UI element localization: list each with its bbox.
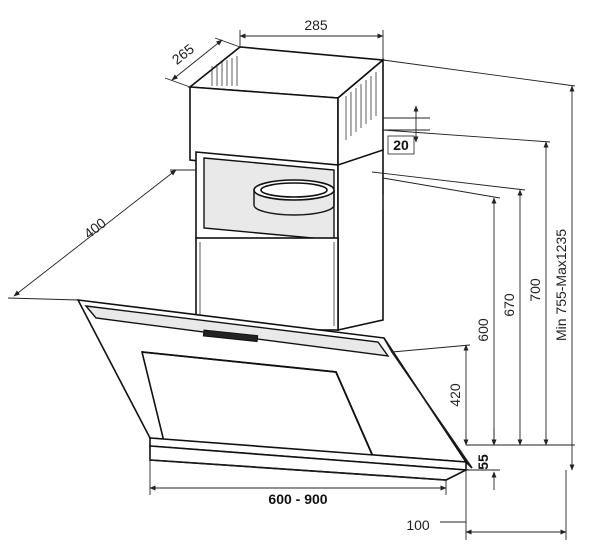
dim-label-285: 285 (304, 17, 328, 33)
chimney-lower (195, 237, 339, 331)
dim-label-420: 420 (447, 383, 463, 407)
dim-label-width: 600 - 900 (268, 491, 327, 507)
dim-label-400: 400 (81, 214, 109, 241)
chimney-vents (345, 72, 377, 140)
hood-body (76, 299, 473, 481)
dim-label-100: 100 (406, 517, 430, 533)
control-panel-strip (202, 329, 259, 343)
dim-label-55: 55 (475, 454, 491, 470)
dim-label-20: 20 (393, 137, 409, 153)
dim-label-600: 600 (475, 318, 491, 342)
chimney-cover (187, 46, 385, 331)
dim-label-min-max: Min 755-Max1235 (553, 229, 569, 341)
dim-label-670: 670 (501, 293, 517, 317)
dim-label-700: 700 (527, 278, 543, 302)
dimension-lines (7, 30, 576, 540)
